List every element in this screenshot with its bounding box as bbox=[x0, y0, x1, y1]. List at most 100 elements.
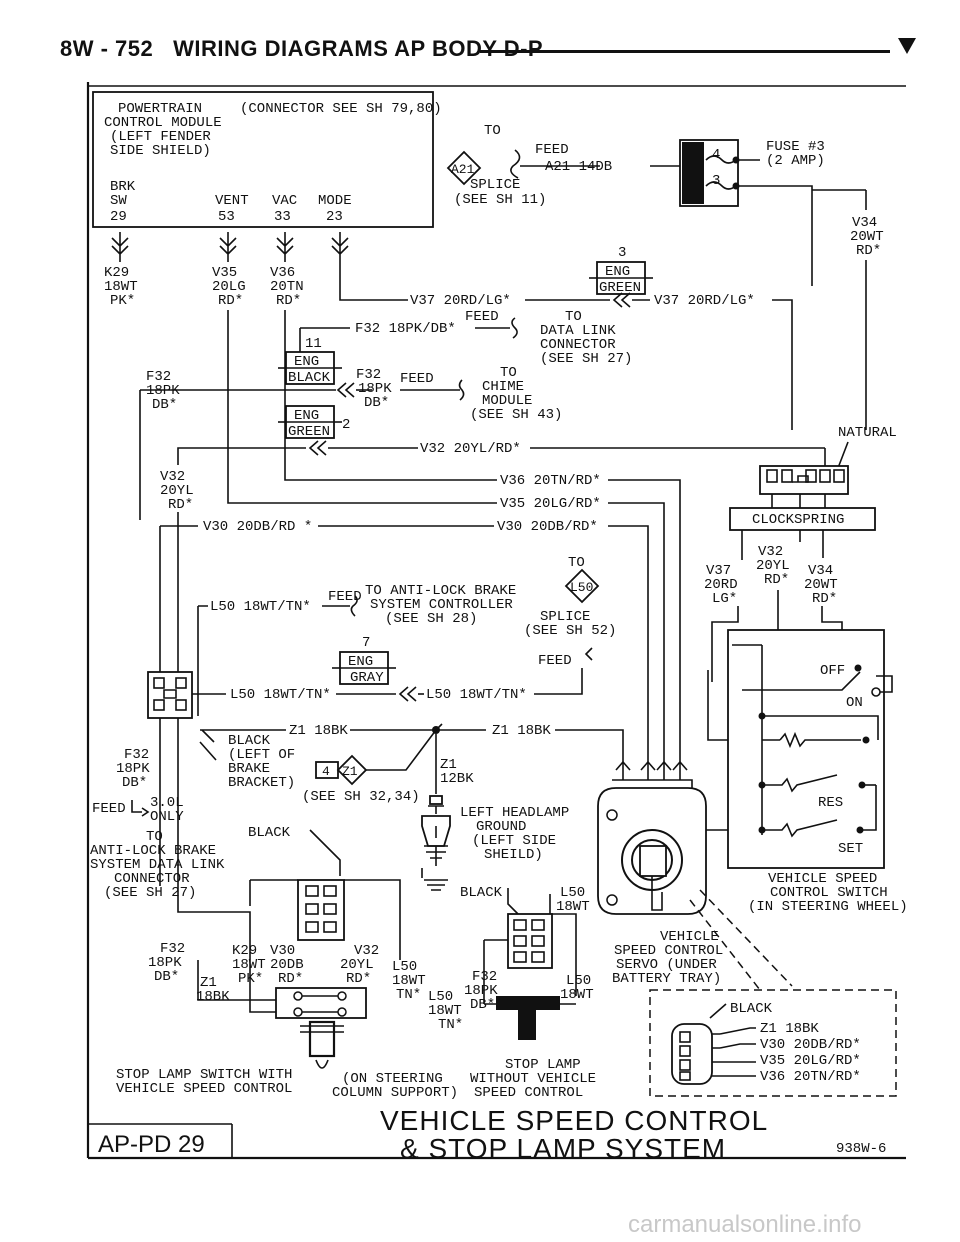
servo-caption-1: VEHICLE bbox=[660, 929, 719, 945]
sw2-switch-bar bbox=[496, 996, 560, 1010]
speed-control-servo: VEHICLE SPEED CONTROL SERVO (UNDER BATTE… bbox=[597, 760, 793, 991]
sw1-connector bbox=[297, 879, 345, 941]
cs-v34-color: RD* bbox=[812, 591, 837, 607]
chime-module: MODULE bbox=[482, 393, 532, 409]
a21-feed-squiggle bbox=[510, 149, 521, 179]
z1-left-label: Z1 18BK bbox=[289, 723, 348, 739]
page-header: 8W - 752 WIRING DIAGRAMS AP BODY D-P bbox=[60, 36, 920, 66]
eng11-pin: 11 bbox=[305, 336, 322, 352]
a21-splice: SPLICE bbox=[470, 177, 520, 193]
feed-30l-feed: FEED bbox=[92, 801, 126, 817]
figure-code: 938W-6 bbox=[836, 1141, 886, 1157]
sw1-f32-color: DB* bbox=[154, 969, 179, 985]
stop-lamp-caption-2: VEHICLE SPEED CONTROL bbox=[116, 1081, 292, 1097]
abs-feed: FEED TO ANTI-LOCK BRAKE SYSTEM CONTROLLE… bbox=[197, 583, 516, 716]
header-title: 8W - 752 WIRING DIAGRAMS AP BODY D-P bbox=[60, 36, 543, 62]
stop-lamp-caption-1: STOP LAMP SWITCH WITH bbox=[116, 1067, 292, 1083]
switch-off-label: OFF bbox=[820, 663, 845, 679]
l50-feed: FEED bbox=[538, 653, 572, 669]
pcm-wire-labels: K29 18WT PK* V35 20LG RD* V36 20TN RD* bbox=[104, 265, 304, 309]
left-f32-labels: F32 18PK DB* FEED 3.0L ONLY TO ANTI-LOCK… bbox=[90, 747, 225, 901]
cs-v37-name: V37 bbox=[706, 563, 731, 579]
v32-left-gauge: 20YL bbox=[160, 483, 194, 499]
fuse-pin-3: 3 bbox=[712, 173, 720, 189]
stop-lamp2-caption-2: WITHOUT VEHICLE bbox=[470, 1071, 596, 1087]
see-sh-32: (SEE SH 32,34) bbox=[302, 789, 420, 805]
pcm-pin-brk: BRK bbox=[110, 179, 136, 195]
switch-caption-2: CONTROL SWITCH bbox=[770, 885, 888, 901]
natural-label: NATURAL bbox=[838, 425, 897, 441]
cs-v32-gauge: 20YL bbox=[756, 558, 790, 574]
pcm-line-4: SIDE SHIELD) bbox=[110, 143, 211, 159]
wire-v37: V37 20RD/LG* V37 20RD/LG* bbox=[339, 262, 793, 430]
headlamp-ground-1: LEFT HEADLAMP bbox=[460, 805, 569, 821]
l50-splice-label: L50 bbox=[570, 580, 593, 595]
l50-splice: SPLICE bbox=[540, 609, 590, 625]
fuse-block-fill bbox=[682, 142, 704, 204]
f32-b-name: F32 bbox=[124, 747, 149, 763]
sw1-f32-name: F32 bbox=[160, 941, 185, 957]
f32-top-label: F32 18PK/DB* bbox=[355, 321, 456, 337]
pcm-terminals bbox=[111, 232, 349, 262]
eng2-pin: 2 bbox=[342, 417, 350, 433]
sw2-l50-name: L50 bbox=[566, 973, 591, 989]
a21-to: TO bbox=[484, 123, 501, 139]
sw1-v32-gauge: 20YL bbox=[340, 957, 374, 973]
eng2-line1: ENG bbox=[294, 408, 319, 424]
v35-label: V35 20LG/RD* bbox=[500, 496, 601, 512]
switch-on-label: ON bbox=[846, 695, 863, 711]
pcm-pin-vac: VAC bbox=[272, 193, 297, 209]
black-label-1: BLACK bbox=[248, 825, 291, 841]
v36-label: V36 20TN/RD* bbox=[500, 473, 601, 489]
fuse-rating: (2 AMP) bbox=[766, 153, 825, 169]
a21-see-sh: (SEE SH 11) bbox=[454, 192, 546, 208]
servo-connector-detail: BLACK Z1 18BK V30 20DB/RD* V35 20LG/RD* … bbox=[649, 989, 897, 1097]
servo-caption-3: SERVO (UNDER bbox=[616, 957, 717, 973]
l50-see-sh: (SEE SH 52) bbox=[524, 623, 616, 639]
a21-diamond-icon bbox=[446, 150, 482, 186]
f32-b-color: DB* bbox=[122, 775, 147, 791]
stop-lamp-switch-with-sc: BLACK F32 18PK DB* K29 18WT PK* V30 20DB… bbox=[116, 825, 463, 1101]
fuse-3: 4 3 FUSE #3 (2 AMP) bbox=[679, 139, 825, 286]
wire-v35: V35 20LG/RD* bbox=[227, 310, 665, 770]
sw1-switch-body bbox=[275, 987, 367, 1019]
chime-name: CHIME bbox=[482, 379, 524, 395]
v32-left-name: V32 bbox=[160, 469, 185, 485]
clockspring-box bbox=[729, 507, 876, 531]
ground-note-4: BRACKET) bbox=[228, 775, 295, 791]
pcm-box bbox=[92, 91, 434, 228]
splice-l50: TO L50 SPLICE (SEE SH 52) FEED bbox=[524, 555, 616, 695]
eng3-line2: GREEN bbox=[599, 280, 641, 296]
f32-left-name: F32 bbox=[146, 369, 171, 385]
headlamp-ground: LEFT HEADLAMP GROUND (LEFT SIDE SHEILD) bbox=[421, 795, 569, 891]
l50-diamond-icon bbox=[564, 568, 600, 604]
pcm-pin-sw: SW bbox=[110, 193, 127, 209]
abs-line-2: SYSTEM CONTROLLER bbox=[370, 597, 513, 613]
v34-top-gauge: 20WT bbox=[850, 229, 884, 245]
datalink-name: DATA LINK bbox=[540, 323, 616, 339]
servo-detail-box bbox=[649, 989, 897, 1097]
l50-to: TO bbox=[568, 555, 585, 571]
abs-dl-1: TO bbox=[146, 829, 163, 845]
pcm-connector-note: (CONNECTOR SEE SH 79,80) bbox=[240, 101, 442, 117]
sw1-z1-name: Z1 bbox=[200, 975, 217, 991]
ground-note-3: BRAKE bbox=[228, 761, 270, 777]
column-caption-2: COLUMN SUPPORT) bbox=[332, 1085, 458, 1101]
z1-right-label: Z1 18BK bbox=[492, 723, 551, 739]
pcm-pin-mode: MODE bbox=[318, 193, 352, 209]
chime-feed: FEED bbox=[400, 371, 434, 387]
sw1-k29-gauge: 18WT bbox=[232, 957, 266, 973]
eng7-line1: ENG bbox=[348, 654, 373, 670]
eng11-line2: BLACK bbox=[288, 370, 331, 386]
l50-black-gauge: 18WT bbox=[556, 899, 590, 915]
sw1-v30-color: RD* bbox=[278, 971, 303, 987]
switch-set-label: SET bbox=[838, 841, 863, 857]
wire-f32-top: F32 18PK/DB* FEED TO DATA LINK CONNECTOR… bbox=[299, 309, 632, 367]
fuse-pin-4: 4 bbox=[712, 147, 720, 163]
switch-caption-1: VEHICLE SPEED bbox=[768, 871, 877, 887]
header-section-title: WIRING DIAGRAMS AP BODY D-P bbox=[173, 36, 544, 61]
watermark: carmanualsonline.info bbox=[628, 1211, 861, 1238]
z1-splice-num: 4 bbox=[322, 764, 330, 779]
splice-a21: TO A21 FEED A21 14DB SPLICE (SEE SH 11) bbox=[446, 123, 680, 208]
v37-left-label: V37 20RD/LG* bbox=[410, 293, 511, 309]
